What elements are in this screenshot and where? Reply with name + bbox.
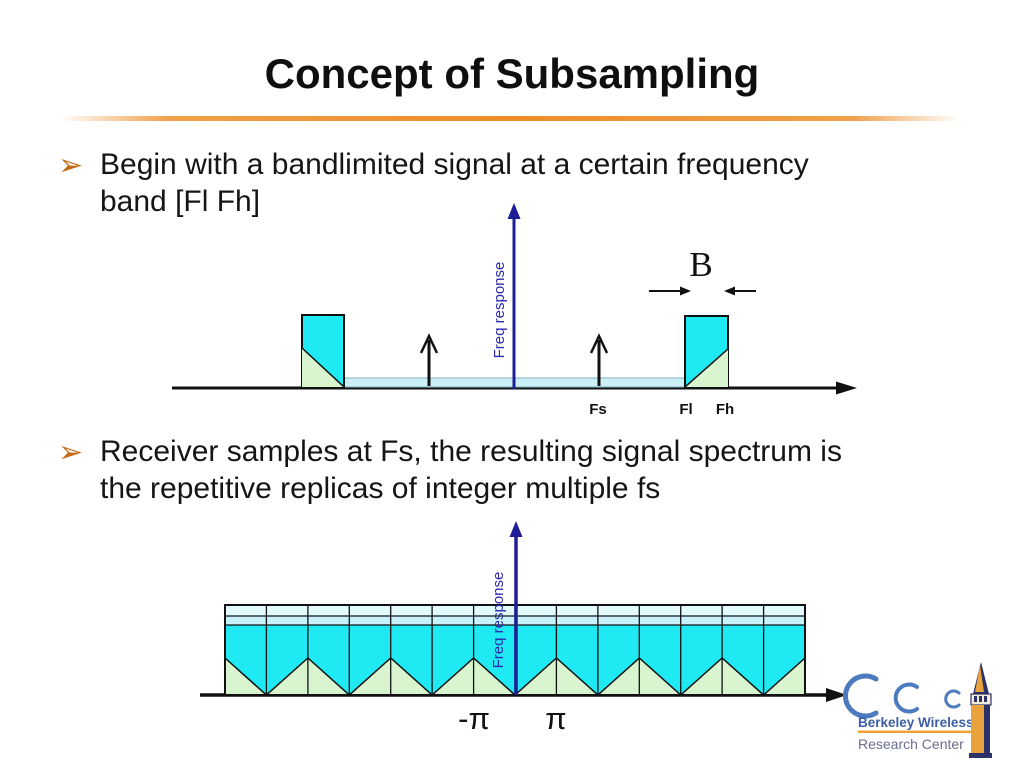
- wave-crescent-icon: [893, 682, 919, 714]
- diagonal-line: [301, 347, 345, 388]
- tick-label-pos-pi: π: [545, 701, 566, 736]
- frequency-axis-arrowhead: [826, 688, 847, 702]
- tick-label-fs: Fs: [589, 401, 607, 418]
- freq-axis-arrowhead: [507, 203, 521, 219]
- signal-block-right: [684, 315, 729, 388]
- freq-response-axis: [509, 521, 523, 695]
- freq-axis-arrowhead: [509, 521, 523, 537]
- diagonal-line: [684, 348, 729, 388]
- wave-crescent-icons: [843, 673, 961, 719]
- title-divider-rule: [60, 116, 960, 121]
- sampled-spectrum-diagram: Freq response -π π: [200, 521, 847, 736]
- logo-text-line2: Research Center: [858, 736, 964, 752]
- bandwidth-label: B: [689, 245, 712, 284]
- slide-title: Concept of Subsampling: [264, 50, 760, 97]
- bullet-2: Receiver samples at Fs, the resulting si…: [100, 433, 842, 507]
- bandlimited-signal-diagram: Freq response B Fs Fl Fh: [172, 203, 857, 418]
- arrow-bullet-icon: ➢: [58, 149, 84, 182]
- freq-response-axis-label: Freq response: [490, 572, 507, 669]
- freq-response-axis: [507, 203, 521, 389]
- bullet-2-line-1: Receiver samples at Fs, the resulting si…: [100, 435, 842, 468]
- bullet-1-line-2: band [Fl Fh]: [100, 185, 261, 218]
- frequency-axis-arrowhead: [836, 381, 857, 395]
- tick-label-neg-pi: -π: [458, 701, 490, 736]
- wave-crescent-icon: [843, 673, 879, 719]
- brc-logo: Berkeley Wireless Research Center: [843, 662, 992, 758]
- logo-orange-rule: [858, 730, 971, 733]
- bullet-1: Begin with a bandlimited signal at a cer…: [100, 146, 809, 220]
- bandwidth-arrow-right: [724, 286, 756, 296]
- wave-crescent-icon: [944, 689, 961, 709]
- bullet-2-line-2: the repetitive replicas of integer multi…: [100, 472, 661, 505]
- bullet-1-line-1: Begin with a bandlimited signal at a cer…: [100, 148, 809, 181]
- impulse-arrow-right: [589, 333, 609, 386]
- signal-block-left: [301, 314, 345, 388]
- campanile-tower-icon: [969, 662, 992, 758]
- arrow-bullet-icon: ➢: [58, 436, 84, 469]
- tick-label-fl: Fl: [679, 401, 692, 418]
- bandwidth-arrow-left: [649, 286, 691, 296]
- logo-text-line1: Berkeley Wireless: [858, 715, 973, 730]
- tick-label-fh: Fh: [716, 401, 734, 418]
- freq-response-axis-label: Freq response: [491, 262, 508, 359]
- impulse-arrow-left: [419, 333, 439, 386]
- replica-zigzag-fill: [225, 658, 805, 695]
